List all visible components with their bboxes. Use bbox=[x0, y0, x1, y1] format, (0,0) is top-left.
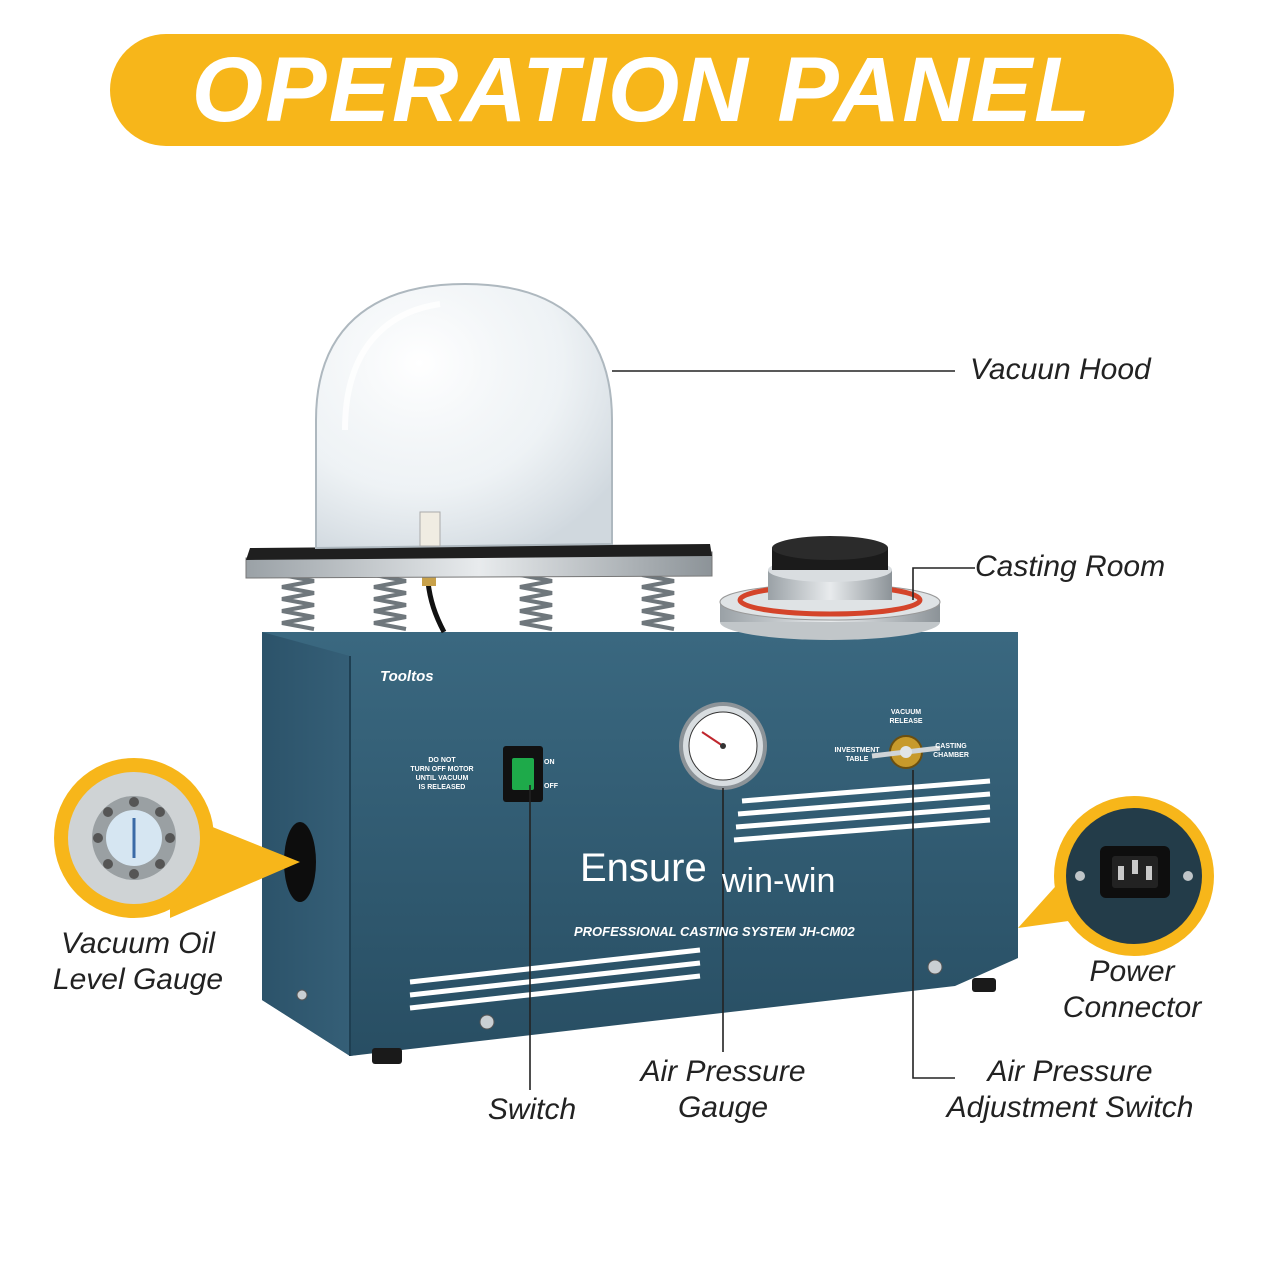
system-line: PROFESSIONAL CASTING SYSTEM JH-CM02 bbox=[574, 924, 855, 939]
label-oil-gauge: Vacuum Oil Level Gauge bbox=[52, 927, 224, 996]
title-banner: OPERATION PANEL bbox=[110, 34, 1174, 146]
valve-label-left: INVESTMENT TABLE bbox=[834, 747, 880, 763]
switch-on-label: ON bbox=[544, 759, 555, 766]
valve-label-right: CASTING CHAMBER bbox=[933, 743, 969, 759]
label-casting-room: Casting Room bbox=[975, 550, 1166, 583]
screw-icon bbox=[927, 959, 943, 975]
label-air-pressure-gauge: Air Pressure Gauge bbox=[640, 1055, 806, 1124]
slogan-win-win: win-win bbox=[722, 862, 836, 900]
brand-logo-text: Tooltos bbox=[380, 668, 434, 685]
slogan-ensure: Ensure bbox=[580, 846, 707, 890]
vacuum-hood bbox=[315, 282, 613, 550]
label-air-pressure-switch: Air Pressure Adjustment Switch bbox=[946, 1055, 1194, 1124]
machine-foot bbox=[972, 978, 996, 992]
label-switch: Switch bbox=[487, 1093, 577, 1126]
banner-title: OPERATION PANEL bbox=[191, 38, 1093, 141]
label-power-connector: Power Connector bbox=[1062, 955, 1202, 1024]
stripe-decoration bbox=[409, 778, 991, 1011]
power-connector-zoom bbox=[1018, 796, 1214, 956]
machine-foot bbox=[372, 1048, 402, 1064]
switch-off-label: OFF bbox=[544, 783, 558, 790]
screw-icon bbox=[479, 1014, 495, 1030]
air-pressure-valve bbox=[871, 735, 941, 769]
oil-gauge-zoom bbox=[54, 758, 300, 918]
label-vacuum-hood: Vacuun Hood bbox=[970, 353, 1151, 386]
casting-room bbox=[719, 536, 941, 640]
valve-label-top: VACUUM RELEASE bbox=[889, 709, 923, 725]
vacuum-table bbox=[245, 544, 713, 634]
callout-lines bbox=[529, 370, 975, 1090]
air-pressure-gauge bbox=[679, 702, 767, 790]
machine-body bbox=[262, 632, 1018, 1064]
power-switch bbox=[503, 746, 543, 802]
warning-text: DO NOT TURN OFF MOTOR UNTIL VACUUM IS RE… bbox=[410, 757, 474, 791]
oil-drain-note: OIL DRAIN VALVE LOCATED BELOW bbox=[249, 962, 255, 1068]
screw-icon bbox=[296, 989, 308, 1001]
